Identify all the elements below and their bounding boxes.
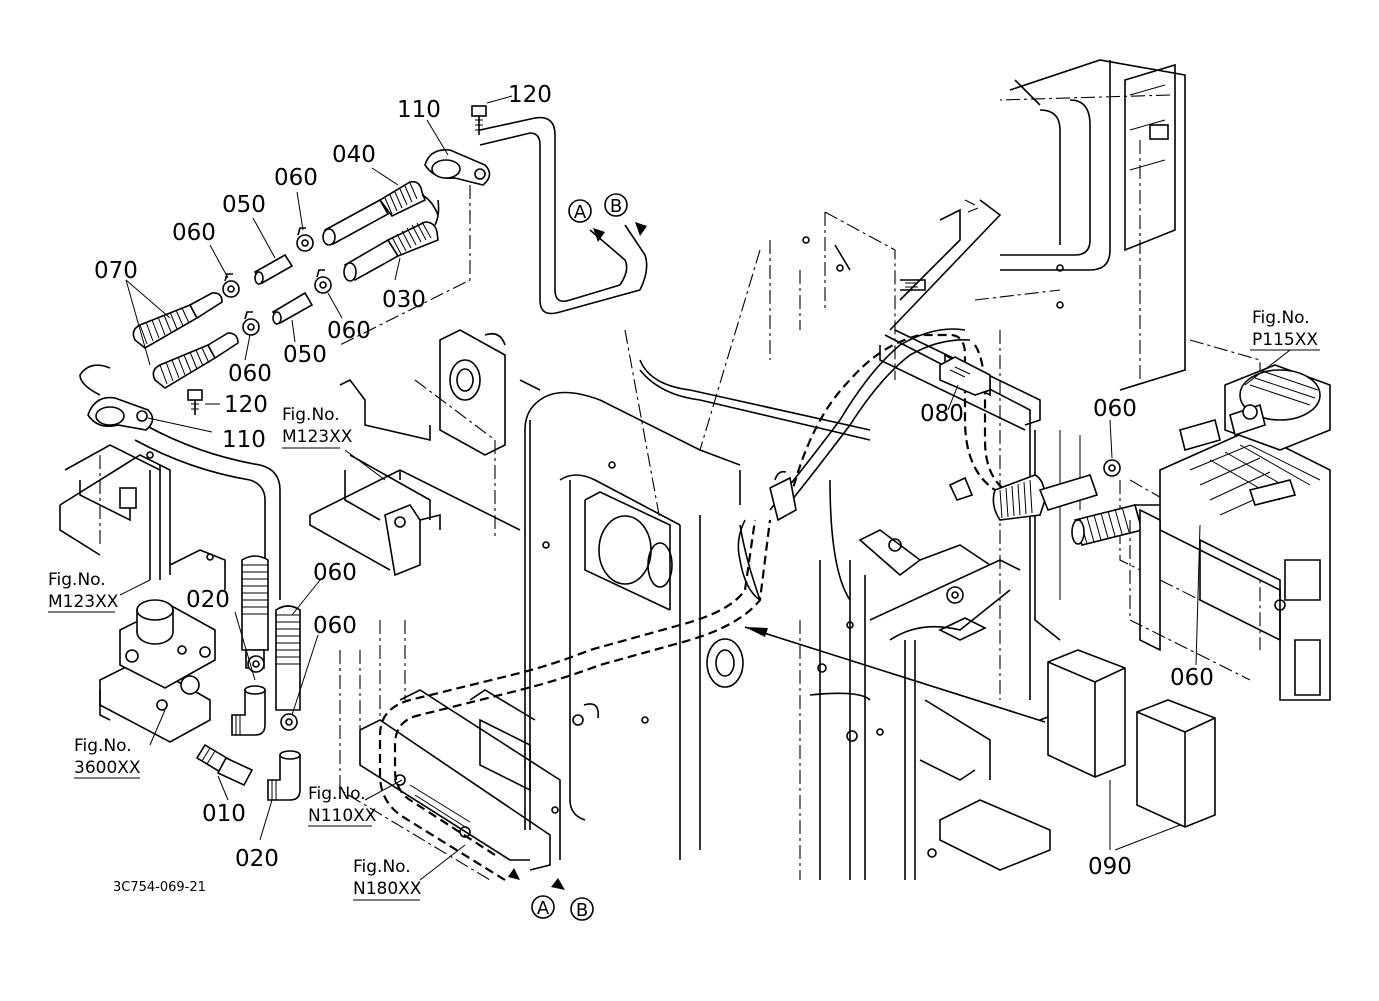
label-120-bottom: 120 (224, 392, 268, 418)
fig-ref-n180: Fig.No. N180XX (353, 857, 422, 899)
marker-a-top: A (568, 199, 592, 223)
bracket-080 (939, 356, 991, 396)
hose-070-upper (132, 292, 223, 349)
marker-a-bottom: A (531, 895, 555, 919)
fig-ref-p115-line1: Fig.No. (1252, 308, 1310, 328)
drawing-code: 3C754-069-21 (113, 880, 206, 895)
bolt-120-top (471, 105, 487, 135)
fig-ref-m123-lower-line2: M123XX (48, 592, 119, 612)
label-080: 080 (920, 401, 964, 427)
clamp-060-d (242, 311, 260, 336)
part-labels: 120 110 040 060 050 060 070 030 060 050 … (94, 82, 1214, 880)
fig-ref-n110-line1: Fig.No. (308, 784, 366, 804)
marker-b-top: B (604, 193, 628, 217)
label-090: 090 (1088, 854, 1132, 880)
label-060-d: 060 (228, 361, 272, 387)
label-060-g: 060 (1093, 396, 1137, 422)
hose-040 (322, 180, 439, 246)
marker-a-top-label: A (574, 202, 587, 223)
elbow-020-a (231, 685, 266, 736)
label-060-c: 060 (327, 318, 371, 344)
fig-refs: Fig.No. M123XX Fig.No. M123XX Fig.No. P1… (48, 308, 1318, 899)
label-120-top: 120 (508, 82, 552, 108)
fig-ref-m123-upper-line1: Fig.No. (282, 405, 340, 425)
fig-ref-3600-line1: Fig.No. (74, 736, 132, 756)
clip-110-bottom (87, 396, 154, 431)
pipe-050-a (253, 253, 294, 285)
label-110-top: 110 (397, 97, 441, 123)
heater-unit (1129, 364, 1331, 701)
label-070: 070 (94, 258, 138, 284)
marker-b-bottom-label: B (576, 900, 588, 921)
label-050-a: 050 (222, 192, 266, 218)
marker-b-top-label: B (610, 196, 622, 217)
fig-ref-m123-lower: Fig.No. M123XX (48, 570, 119, 612)
fig-ref-p115: Fig.No. P115XX (1252, 308, 1318, 350)
clip-110-top (424, 148, 491, 186)
label-060-h: 060 (1170, 665, 1214, 691)
filter-pad-090-a (1047, 649, 1126, 778)
label-110-bottom: 110 (222, 427, 266, 453)
valve-block (99, 599, 216, 743)
hose-070-lower (152, 332, 239, 389)
fig-ref-p115-line2: P115XX (1252, 330, 1318, 350)
fig-ref-m123-upper: Fig.No. M123XX (282, 405, 353, 447)
clamp-060-e (247, 655, 265, 673)
clamp-060-a (296, 227, 314, 252)
label-060-a: 060 (274, 165, 318, 191)
hose-030 (343, 199, 440, 282)
fig-ref-m123-lower-line1: Fig.No. (48, 570, 106, 590)
hose-vertical-right (275, 605, 301, 711)
label-050-b: 050 (283, 342, 327, 368)
bolt-120-bottom (187, 389, 203, 415)
parts (87, 105, 1331, 828)
pipe-050-b (271, 291, 314, 325)
label-020-a: 020 (186, 587, 230, 613)
hose-right-corrugated-a (992, 474, 1099, 521)
clamp-060-f (280, 713, 298, 731)
fig-ref-3600: Fig.No. 3600XX (74, 736, 141, 778)
clamp-060-c (314, 269, 332, 294)
hose-routing (79, 116, 1049, 890)
fig-ref-3600-line2: 3600XX (74, 758, 141, 778)
marker-b-bottom: B (570, 897, 594, 921)
label-040: 040 (332, 142, 376, 168)
label-060-e: 060 (313, 560, 357, 586)
label-010: 010 (202, 801, 246, 827)
label-060-f: 060 (313, 613, 357, 639)
filter-pad-090-b (1136, 699, 1216, 828)
clamp-060-g (1103, 459, 1121, 477)
label-060-b: 060 (172, 220, 216, 246)
hose-clamp-center (769, 470, 797, 522)
adapter-010 (195, 743, 254, 787)
fig-ref-n110-line2: N110XX (308, 806, 377, 826)
fig-ref-m123-upper-line2: M123XX (282, 427, 353, 447)
clamp-060-b (222, 273, 240, 298)
label-030: 030 (382, 287, 426, 313)
tractor-frame (59, 59, 1271, 881)
fig-ref-n180-line1: Fig.No. (353, 857, 411, 877)
fig-ref-n110: Fig.No. N110XX (308, 784, 377, 826)
label-020-b: 020 (235, 846, 279, 872)
marker-a-bottom-label: A (537, 898, 550, 919)
fig-ref-n180-line2: N180XX (353, 879, 422, 899)
elbow-020-b (267, 750, 301, 801)
leader-lines (48, 95, 1320, 901)
hose-vertical-left (241, 555, 269, 669)
